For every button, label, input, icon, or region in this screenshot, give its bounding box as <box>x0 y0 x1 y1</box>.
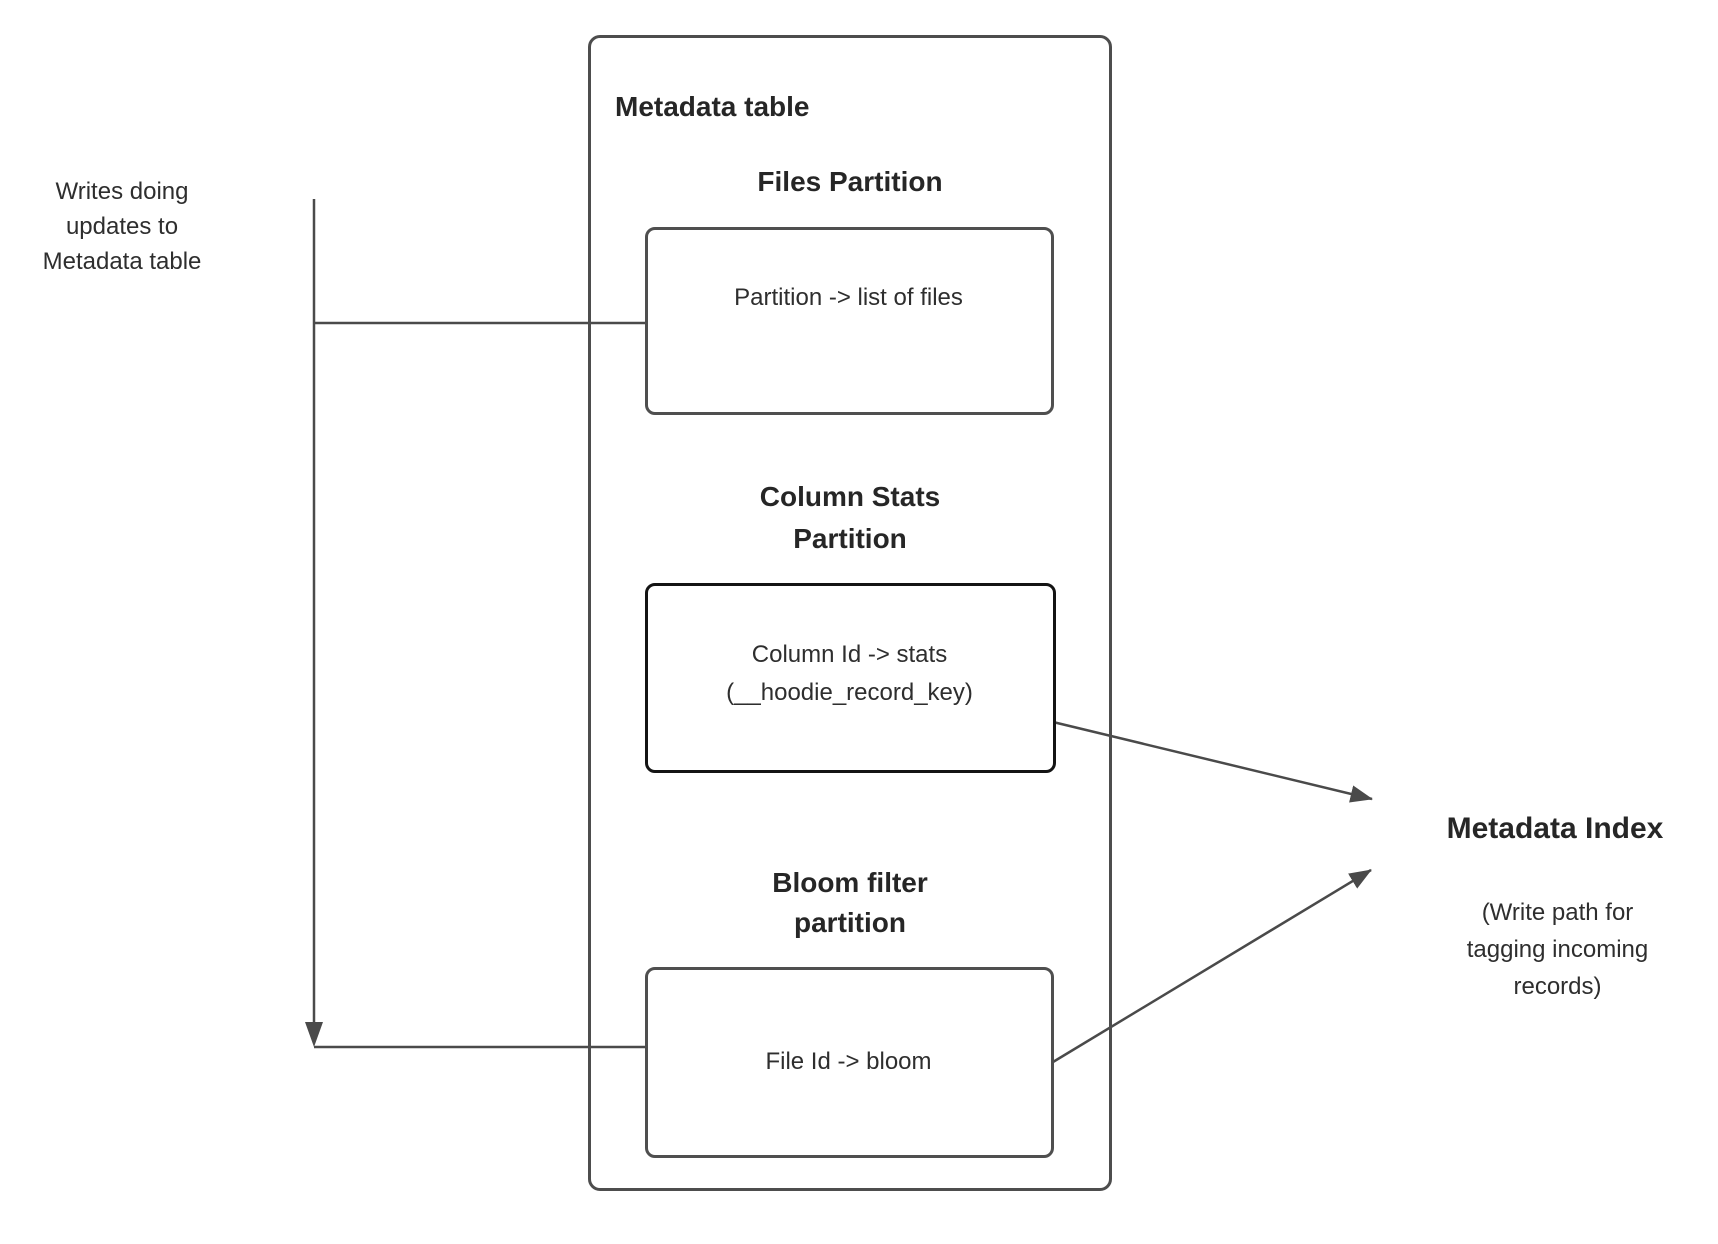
column-stats-partition-heading: Column Stats Partition <box>759 481 941 554</box>
metadata-table-title: Metadata table <box>615 91 810 122</box>
writes-updates-label: Writes doing updates to Metadata table <box>42 178 202 275</box>
metadata-index-title: Metadata Index <box>1446 812 1664 845</box>
files-partition-heading: Files Partition <box>757 166 943 197</box>
writes-down-arrow <box>305 199 323 1047</box>
files-partition-box-text: Partition -> list of files <box>734 284 963 311</box>
metadata-table-box <box>588 35 1112 1191</box>
column-stats-partition-box <box>645 583 1056 773</box>
bloom-filter-partition-box <box>645 967 1054 1158</box>
column-stats-partition-box-text: Column Id -> stats (__hoodie_record_key) <box>726 641 973 706</box>
bloom-filter-partition-box-text: File Id -> bloom <box>765 1048 932 1075</box>
files-partition-box <box>645 227 1054 415</box>
bloom-filter-partition-heading: Bloom filter partition <box>772 867 928 938</box>
metadata-index-subtitle: (Write path for tagging incoming records… <box>1466 899 1649 1000</box>
